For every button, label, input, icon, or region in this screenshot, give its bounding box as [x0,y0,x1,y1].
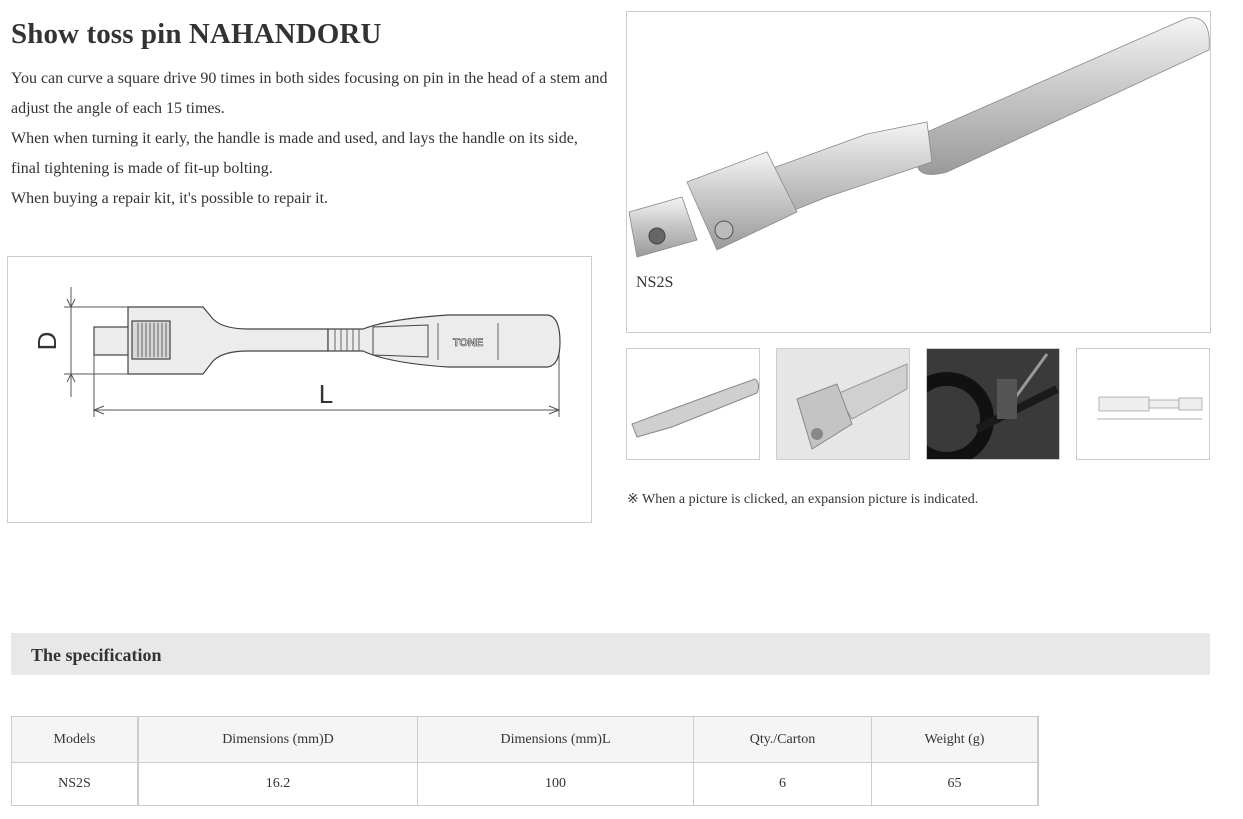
description-paragraph: When when turning it early, the handle i… [11,130,578,177]
thumbnail-2[interactable] [776,348,910,460]
spec-table: Models Dimensions (mm)D Dimensions (mm)L… [11,716,1039,806]
column-header-dimension-d: Dimensions (mm)D [137,716,418,763]
column-header-qty-carton: Qty./Carton [693,716,872,763]
ratchet-handle-image: NS2S [628,17,1210,291]
spec-heading: The specification [31,645,162,665]
main-product-photo[interactable]: NS2S NS2S [626,11,1211,333]
page-title: Show toss pin NAHANDORU [11,18,382,50]
dimension-d-label: D [32,332,62,351]
motorcycle-usage-image [927,349,1059,459]
table-row: NS2S 16.2 100 6 65 [11,762,1039,806]
spec-section-header: The specification [11,633,1210,675]
brand-label: TONE [453,337,483,349]
description-paragraph: When buying a repair kit, it's possible … [11,190,329,207]
cell-model: NS2S [11,762,139,806]
thumbnail-4[interactable] [1076,348,1210,460]
cell-dimension-d: 16.2 [137,762,418,806]
thumbnail-1[interactable] [626,348,760,460]
pin-head-closeup-image [796,363,908,450]
dimension-drawing-thumbnail [1097,396,1203,420]
dimension-l-label: L [319,379,333,409]
column-header-dimension-l: Dimensions (mm)L [417,716,694,763]
column-header-weight: Weight (g) [871,716,1039,763]
description-paragraph: You can curve a square drive 90 times in… [11,70,608,117]
click-to-expand-note: ※ When a picture is clicked, an expansio… [627,492,979,507]
cell-qty-carton: 6 [693,762,872,806]
dimension-diagram: TONE D L [7,256,592,523]
cell-weight: 65 [871,762,1039,806]
column-header-models: Models [11,716,139,763]
table-header-row: Models Dimensions (mm)D Dimensions (mm)L… [11,716,1039,763]
ratchet-angled-image [631,378,759,438]
thumbnail-3[interactable] [926,348,1060,460]
wrench-dimension-drawing: TONE D L [32,287,561,417]
product-model-caption: NS2S [636,274,674,291]
cell-dimension-l: 100 [417,762,694,806]
product-description: You can curve a square drive 90 times in… [11,64,611,214]
